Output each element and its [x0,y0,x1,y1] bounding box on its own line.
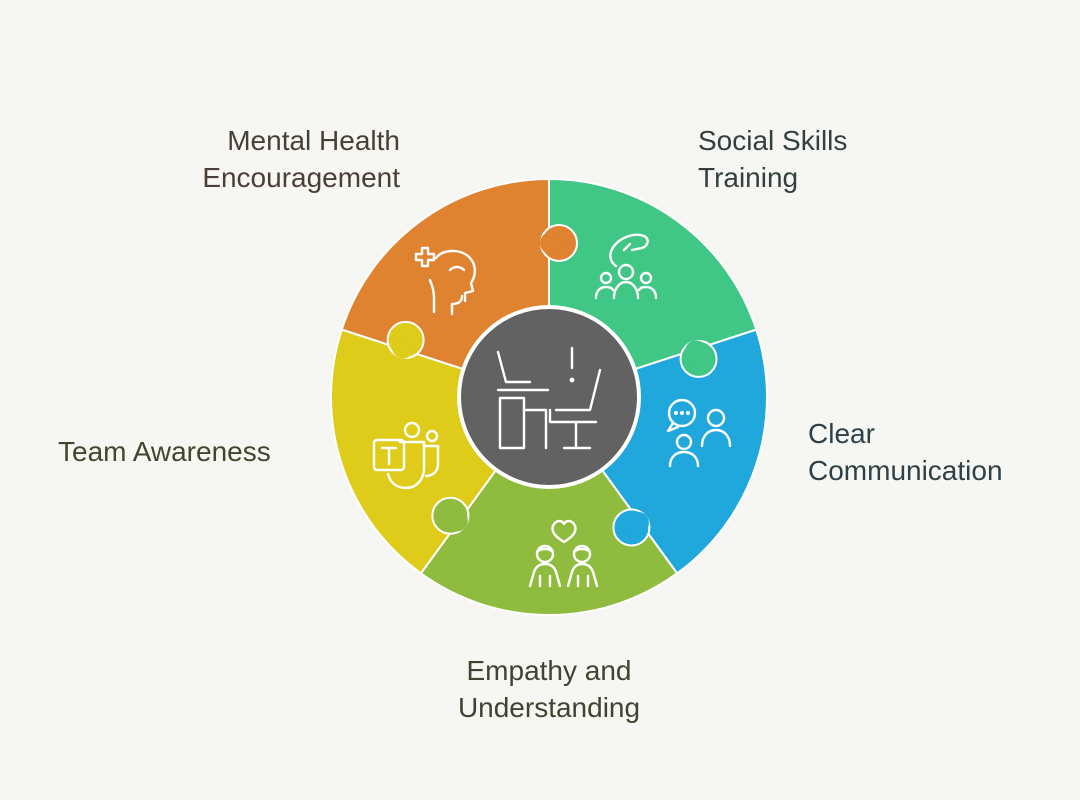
label-mental-health-line-1: Mental Health [227,125,400,156]
label-empathy-line-1: Empathy and [466,655,632,686]
puzzle-knob-joint-empathy [445,509,468,532]
empathy-icon [528,519,599,588]
puzzle-knob-joint-clear [626,511,649,534]
label-mental-health-line-2: Encouragement [202,162,400,193]
label-clear-communication: Clear Communication [808,415,1003,489]
label-empathy: Empathy and Understanding [449,652,649,726]
label-team-awareness-line-1: Team Awareness [58,436,271,467]
team-awareness-icon [372,421,440,490]
puzzle-knob-joint-mental [540,232,562,254]
label-empathy-line-2: Understanding [457,692,641,723]
puzzle-knob-joint-social [685,340,708,363]
label-mental-health: Mental Health Encouragement [202,122,400,196]
label-social-skills: Social Skills Training [698,122,847,196]
desk-chair-icon [496,346,602,450]
label-social-skills-line-2: Training [698,162,799,193]
label-clear-communication-line-1: Clear [808,418,875,449]
center-circle [457,305,641,489]
label-team-awareness: Team Awareness [58,433,271,470]
puzzle-knob-joint-team [392,336,415,359]
social-skills-icon [594,233,658,300]
center-hub [457,305,641,489]
mental-health-icon [414,246,476,316]
communication-icon [666,398,732,468]
label-clear-communication-line-2: Communication [808,455,1003,486]
label-social-skills-line-1: Social Skills [698,125,848,156]
